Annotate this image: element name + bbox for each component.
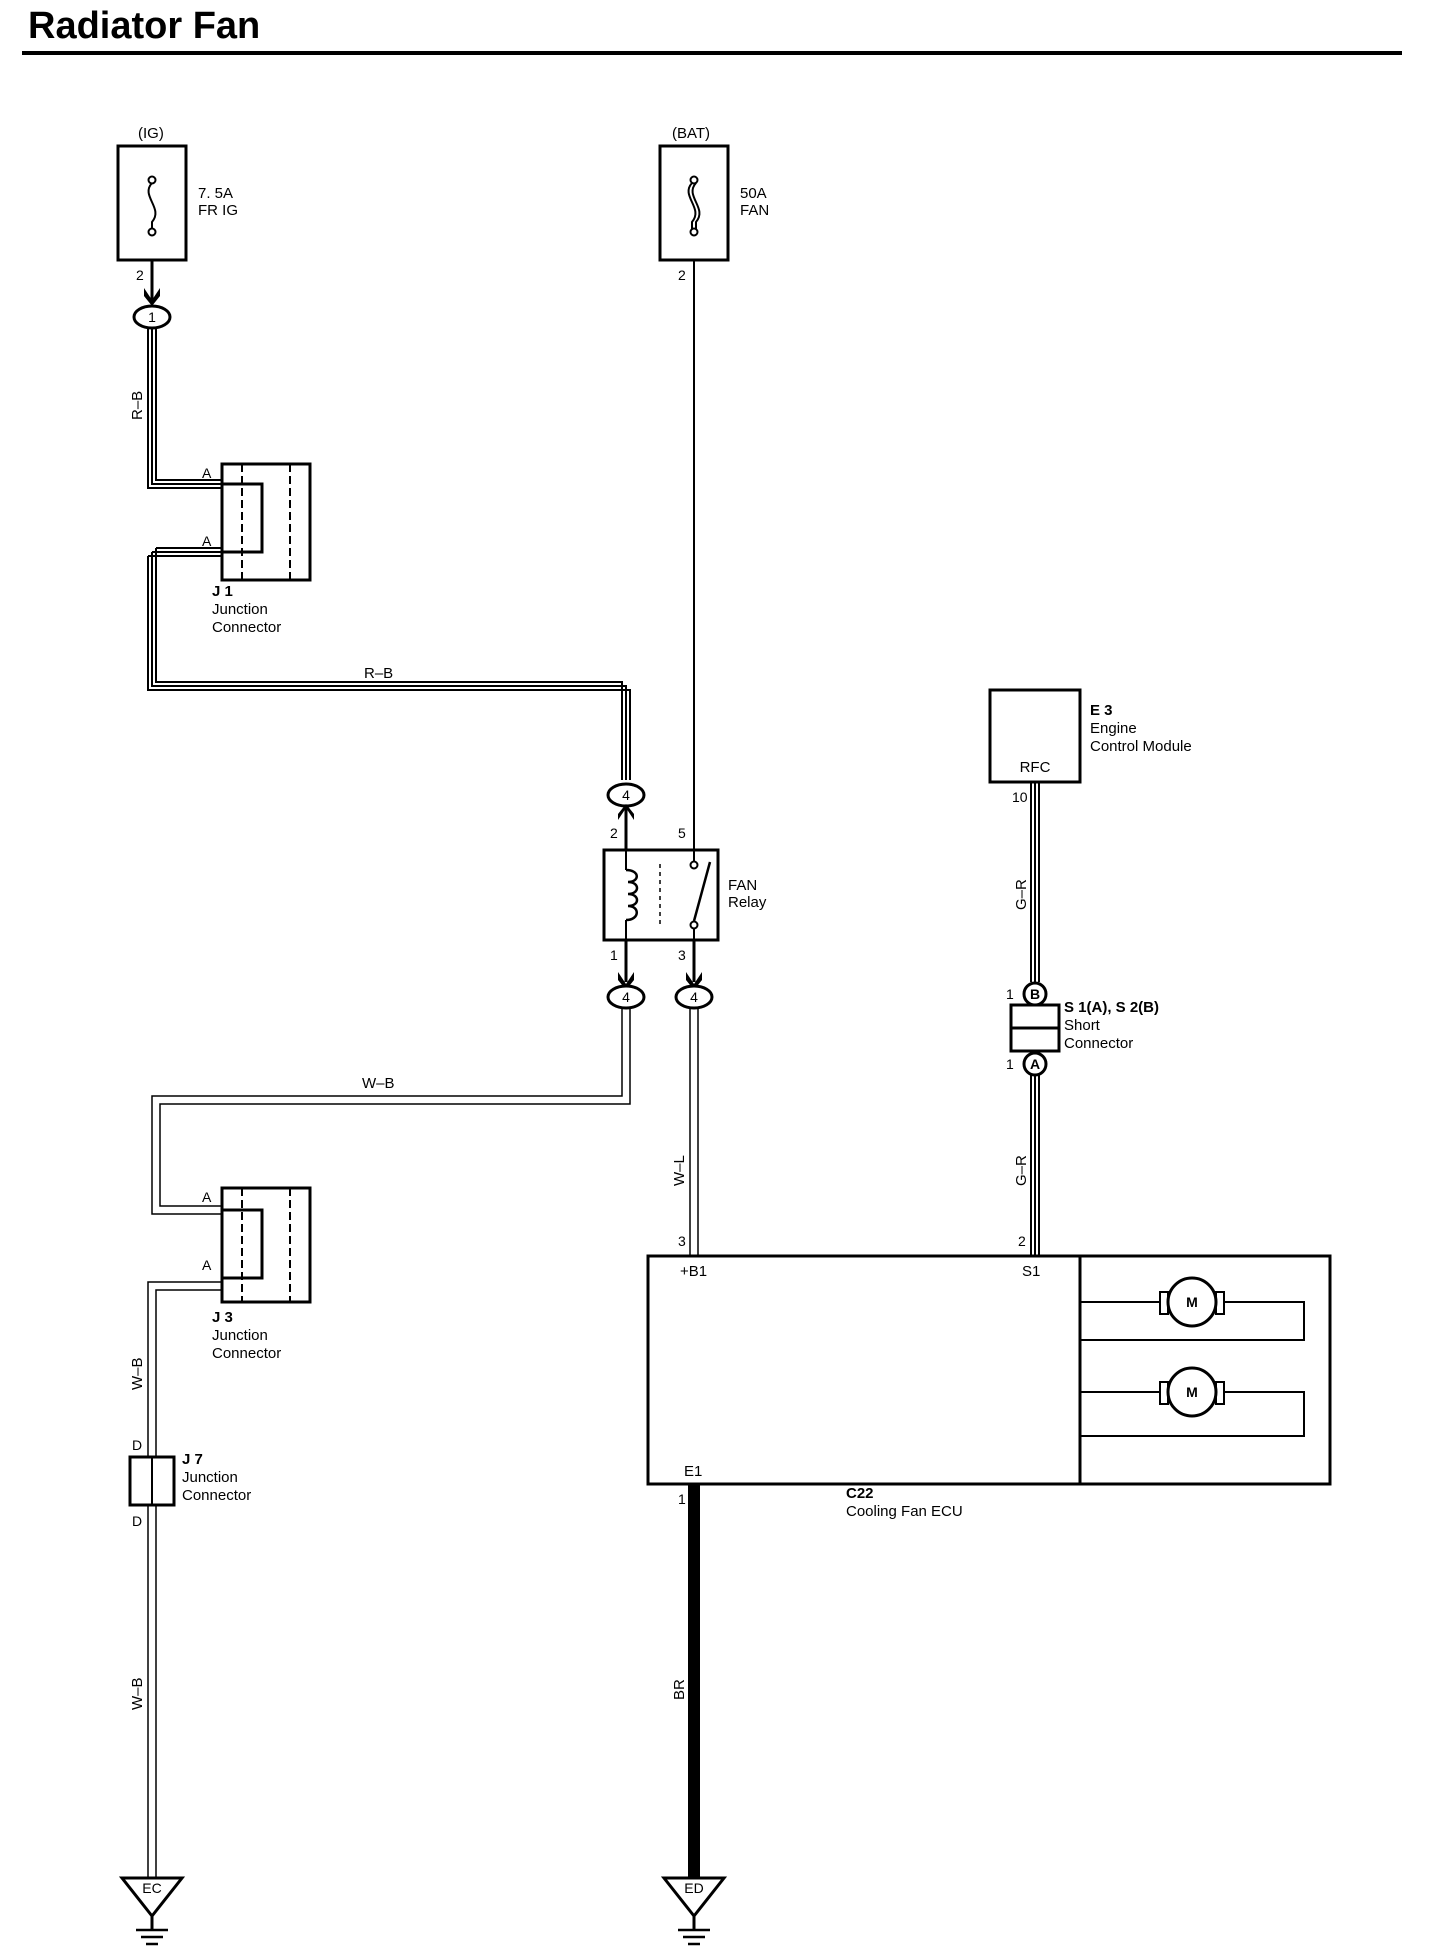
ecu-term-s1: S1 bbox=[1022, 1263, 1040, 1280]
svg-text:Connector: Connector bbox=[212, 619, 281, 636]
svg-text:4: 4 bbox=[622, 989, 630, 1005]
svg-text:3: 3 bbox=[678, 1233, 686, 1249]
j1-id: J 1 bbox=[212, 583, 233, 600]
svg-text:EC: EC bbox=[142, 1880, 161, 1896]
ecu-id: C22 bbox=[846, 1485, 874, 1502]
svg-text:M: M bbox=[1186, 1384, 1198, 1400]
connector-relay-out-3: 4 bbox=[674, 984, 714, 1010]
junction-j3: A A J 3 Junction Connector bbox=[202, 1186, 312, 1362]
svg-text:D: D bbox=[132, 1513, 142, 1529]
svg-text:Junction: Junction bbox=[182, 1469, 238, 1486]
svg-text:Junction: Junction bbox=[212, 1327, 268, 1344]
svg-text:Junction: Junction bbox=[212, 601, 268, 618]
svg-text:Connector: Connector bbox=[212, 1345, 281, 1362]
svg-text:2: 2 bbox=[1018, 1233, 1026, 1249]
wire-label-br: BR bbox=[671, 1679, 688, 1700]
svg-text:D: D bbox=[132, 1437, 142, 1453]
svg-text:Control Module: Control Module bbox=[1090, 738, 1192, 755]
svg-text:A: A bbox=[202, 465, 212, 481]
svg-text:A: A bbox=[202, 1189, 212, 1205]
svg-text:B: B bbox=[1030, 986, 1040, 1002]
fuse-ig-pin: 2 bbox=[136, 267, 144, 283]
fuse-ig-source: (IG) bbox=[138, 125, 164, 142]
fan-relay: 2 5 1 3 FAN Relay bbox=[602, 825, 767, 963]
wire-br bbox=[688, 1484, 700, 1878]
svg-text:4: 4 bbox=[690, 989, 698, 1005]
fuse-ig-name: FR IG bbox=[198, 202, 238, 219]
j3-id: J 3 bbox=[212, 1309, 233, 1326]
svg-text:3: 3 bbox=[678, 947, 686, 963]
svg-text:1: 1 bbox=[1006, 1056, 1014, 1072]
fuse-ig-rating: 7. 5A bbox=[198, 185, 233, 202]
ecm-id: E 3 bbox=[1090, 702, 1113, 719]
wire-wb-1 bbox=[147, 1008, 631, 1457]
svg-text:5: 5 bbox=[678, 825, 686, 841]
svg-text:ED: ED bbox=[684, 1880, 703, 1896]
fan-motor-1-icon: M bbox=[1080, 1276, 1305, 1341]
svg-text:A: A bbox=[202, 533, 212, 549]
ground-ec: EC bbox=[118, 1876, 186, 1946]
svg-text:A: A bbox=[1030, 1056, 1040, 1072]
wire-label-rb-vertical: R–B bbox=[129, 391, 146, 420]
svg-text:Connector: Connector bbox=[1064, 1035, 1133, 1052]
fuse-bat: (BAT) 50A FAN 2 bbox=[658, 125, 769, 283]
wire-gr-2 bbox=[1030, 1075, 1040, 1256]
short-connector: B A 1 1 S 1(A), S 2(B) Short Connector bbox=[1006, 981, 1159, 1077]
junction-j1: A A J 1 Junction Connector bbox=[202, 462, 312, 636]
ecu-name: Cooling Fan ECU bbox=[846, 1503, 963, 1520]
wire-label-wb-bottom: W–B bbox=[129, 1677, 146, 1710]
svg-text:Short: Short bbox=[1064, 1017, 1101, 1034]
wire-rb-1 bbox=[147, 328, 631, 780]
ecu-term-b1: +B1 bbox=[680, 1263, 707, 1280]
svg-text:1: 1 bbox=[148, 309, 156, 325]
wire-wl bbox=[689, 1008, 699, 1256]
ground-ed: ED bbox=[660, 1876, 728, 1946]
wire-label-gr-bottom: G–R bbox=[1013, 1155, 1030, 1186]
fuse-bat-source: (BAT) bbox=[672, 125, 710, 142]
fuse-ig: (IG) 7. 5A FR IG 2 bbox=[116, 125, 238, 283]
ecm-e3: RFC E 3 Engine Control Module 10 bbox=[988, 688, 1192, 805]
wire-wb-2 bbox=[147, 1505, 157, 1880]
fuse-bat-rating: 50A bbox=[740, 185, 767, 202]
svg-text:2: 2 bbox=[610, 825, 618, 841]
fan-motor-2-icon: M bbox=[1080, 1366, 1305, 1437]
relay-label: FAN bbox=[728, 877, 757, 894]
fuse-bat-name: FAN bbox=[740, 202, 769, 219]
svg-text:10: 10 bbox=[1012, 789, 1028, 805]
ecu-term-e1: E1 bbox=[684, 1463, 702, 1480]
svg-text:Relay: Relay bbox=[728, 894, 767, 911]
wire-label-wl: W–L bbox=[671, 1155, 688, 1186]
connector-relay-in: 4 bbox=[606, 782, 646, 808]
svg-text:1: 1 bbox=[610, 947, 618, 963]
svg-text:Connector: Connector bbox=[182, 1487, 251, 1504]
connector-ig-out: 1 bbox=[132, 304, 172, 330]
cooling-fan-ecu: +B1 S1 E1 3 2 1 C22 Cooling Fan ECU M M bbox=[646, 1233, 1332, 1520]
svg-text:M: M bbox=[1186, 1294, 1198, 1310]
junction-j7: D D J 7 Junction Connector bbox=[128, 1437, 251, 1529]
svg-text:4: 4 bbox=[622, 787, 630, 803]
short-connector-id: S 1(A), S 2(B) bbox=[1064, 999, 1159, 1016]
j7-id: J 7 bbox=[182, 1451, 203, 1468]
wire-label-wb-horizontal: W–B bbox=[362, 1075, 395, 1092]
svg-text:A: A bbox=[202, 1257, 212, 1273]
ecm-terminal: RFC bbox=[1020, 759, 1051, 776]
fuse-bat-pin: 2 bbox=[678, 267, 686, 283]
wire-label-wb-j3: W–B bbox=[129, 1357, 146, 1390]
svg-text:1: 1 bbox=[678, 1491, 686, 1507]
svg-text:1: 1 bbox=[1006, 986, 1014, 1002]
page-title: Radiator Fan bbox=[28, 5, 260, 47]
connector-relay-out-1: 4 bbox=[606, 984, 646, 1010]
wire-gr-1 bbox=[1030, 782, 1040, 982]
svg-text:Engine: Engine bbox=[1090, 720, 1137, 737]
wire-label-gr-top: G–R bbox=[1013, 879, 1030, 910]
wire-label-rb-horizontal: R–B bbox=[364, 665, 393, 682]
